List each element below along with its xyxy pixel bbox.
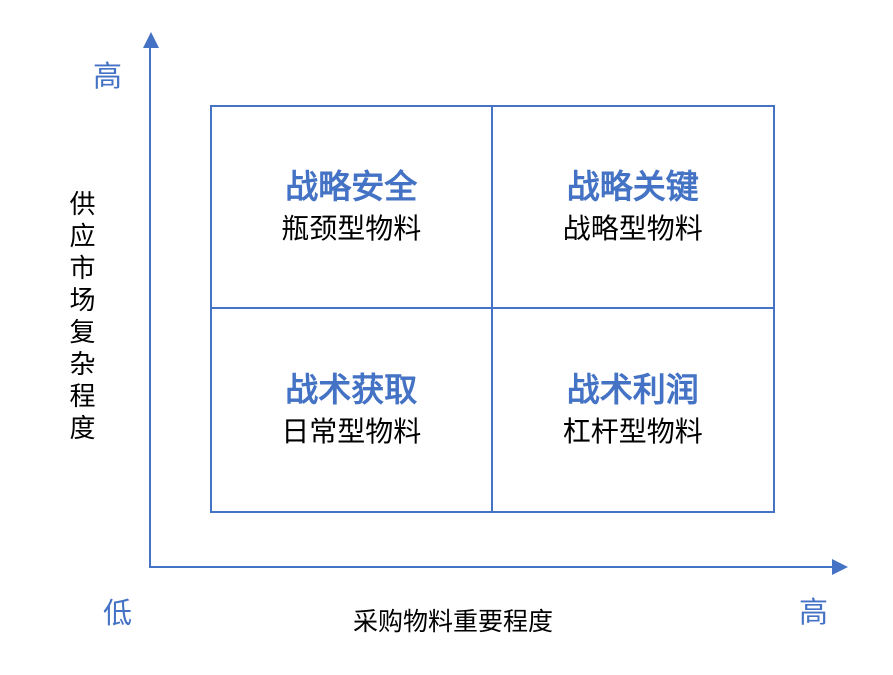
quadrant-subtitle: 瓶颈型物料 <box>281 211 422 245</box>
quadrant-subtitle: 杠杆型物料 <box>562 414 703 448</box>
y-axis-high-label: 高 <box>93 59 123 93</box>
quadrant-matrix: 战略安全 瓶颈型物料 战略关键 战略型物料 战术获取 日常型物料 战术利润 杠杆… <box>210 105 775 513</box>
x-axis-high-label: 高 <box>799 595 829 629</box>
y-axis-low-label: 低 <box>103 596 133 630</box>
quadrant-subtitle: 日常型物料 <box>281 414 422 448</box>
quadrant-top-left: 战略安全 瓶颈型物料 <box>212 107 493 309</box>
y-axis-arrow-up-icon <box>143 32 159 48</box>
x-axis-line <box>150 566 833 568</box>
quadrant-bottom-right: 战术利润 杠杆型物料 <box>493 309 774 511</box>
quadrant-title: 战术利润 <box>566 370 699 410</box>
y-axis-title: 供应市场复杂程度 <box>65 190 95 446</box>
quadrant-subtitle: 战略型物料 <box>562 211 703 245</box>
y-axis-line <box>149 46 151 568</box>
quadrant-title: 战略安全 <box>285 167 418 207</box>
x-axis-arrow-right-icon <box>832 559 848 575</box>
quadrant-top-right: 战略关键 战略型物料 <box>492 107 773 309</box>
quadrant-bottom-left: 战术获取 日常型物料 <box>212 309 493 511</box>
quadrant-title: 战术获取 <box>285 370 418 410</box>
quadrant-title: 战略关键 <box>566 167 699 207</box>
x-axis-title: 采购物料重要程度 <box>352 607 553 636</box>
